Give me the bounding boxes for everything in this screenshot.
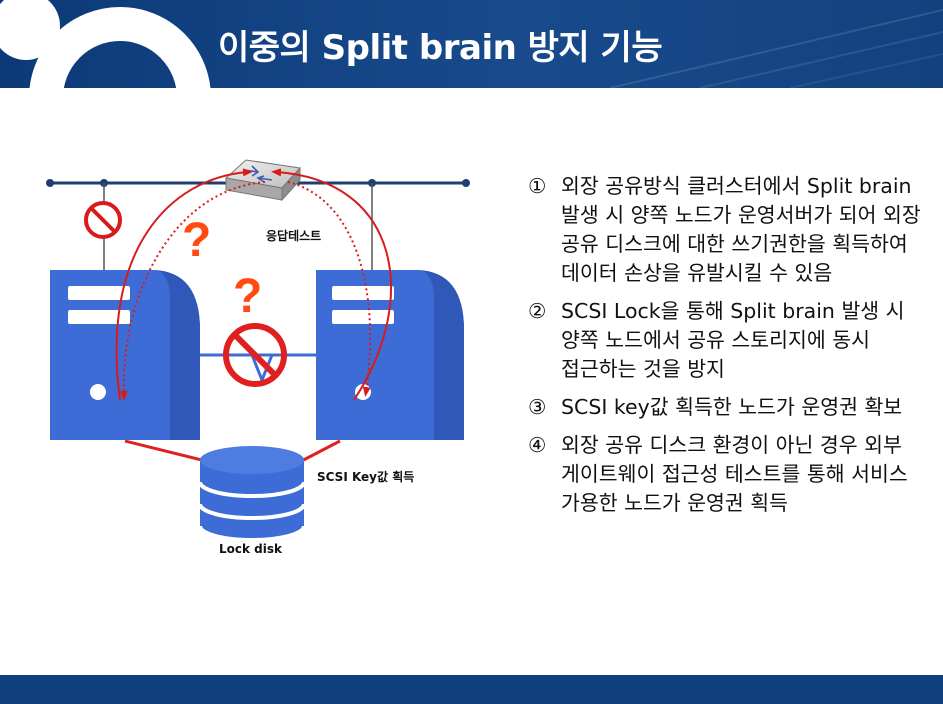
server-node-right	[316, 270, 464, 440]
lock-disk-icon	[198, 446, 306, 542]
bullet-item-1: ① 외장 공유방식 클러스터에서 Split brain 발생 시 양쪽 노드가…	[528, 172, 928, 288]
bullet-text: 외장 공유방식 클러스터에서 Split brain 발생 시 양쪽 노드가 운…	[561, 174, 921, 285]
feature-bullet-list: ① 외장 공유방식 클러스터에서 Split brain 발생 시 양쪽 노드가…	[528, 172, 928, 527]
bullet-number: ①	[528, 174, 547, 198]
slide-header: 이중의 Split brain 방지 기능	[0, 0, 943, 88]
bullet-number: ②	[528, 299, 547, 323]
bullet-item-4: ④ 외장 공유 디스크 환경이 아닌 경우 외부 게이트웨이 접근성 테스트를 …	[528, 431, 928, 518]
bullet-number: ③	[528, 395, 547, 419]
no-entry-icon-large	[223, 323, 287, 387]
bullet-text: SCSI Lock을 통해 Split brain 발생 시 양쪽 노드에서 공…	[561, 299, 905, 381]
network-switch-icon	[224, 159, 301, 202]
bullet-text: SCSI key값 획득한 노드가 운영권 확보	[561, 395, 903, 419]
split-brain-diagram: ? ?	[46, 159, 470, 542]
server-node-left	[50, 270, 200, 440]
bullet-item-2: ② SCSI Lock을 통해 Split brain 발생 시 양쪽 노드에서…	[528, 297, 928, 384]
scsi-key-label: SCSI Key값 획득	[317, 470, 415, 484]
question-mark-icon: ?	[182, 214, 211, 267]
bullet-text: 외장 공유 디스크 환경이 아닌 경우 외부 게이트웨이 접근성 테스트를 통해…	[561, 433, 908, 515]
no-entry-icon-small	[84, 201, 122, 239]
bullet-number: ④	[528, 433, 547, 457]
slide-footer-bar	[0, 675, 943, 704]
question-mark-icon: ?	[233, 270, 262, 323]
response-test-label: 응답테스트	[266, 229, 322, 243]
lock-disk-label: Lock disk	[219, 542, 282, 556]
header-decoration	[0, 0, 943, 88]
response-test-arcs	[115, 168, 392, 401]
bullet-item-3: ③ SCSI key값 획득한 노드가 운영권 확보	[528, 393, 928, 422]
slide-title: 이중의 Split brain 방지 기능	[218, 28, 663, 68]
